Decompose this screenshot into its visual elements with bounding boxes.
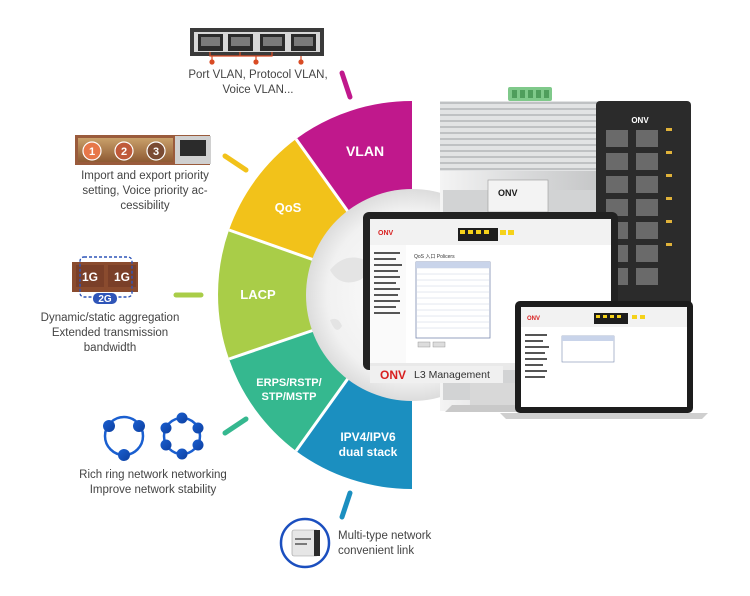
switch-brand: ONV: [631, 116, 649, 125]
qos-port-strip: [75, 135, 211, 165]
wheel-label-vlan: VLAN: [346, 143, 384, 159]
caption-qos-line1: Import and export priority: [81, 170, 209, 182]
wheel-label-lacp: LACP: [240, 287, 276, 302]
caption-vlan-line2: Voice VLAN...: [222, 84, 294, 96]
switch-label-brand: ONV: [498, 188, 518, 198]
laptop: ONV: [500, 301, 708, 419]
lacp-ports: [72, 256, 138, 304]
caption-lacp-line1: Dynamic/static aggregation: [40, 312, 180, 324]
caption-multitype-line1: Multi-type network: [338, 530, 432, 542]
banner-title: L3 Management: [414, 369, 490, 381]
priority-badge-3: 3: [153, 146, 159, 158]
wheel-label-ipv-line1: IPV4/IPV6: [340, 430, 396, 444]
screen-panel-title: QoS 入口 Policers: [414, 254, 455, 260]
caption-qos-line3: cessibility: [120, 200, 170, 212]
caption-ring-line2: Improve network stability: [89, 484, 217, 496]
caption-lacp-line3: bandwidth: [83, 342, 137, 354]
banner-brand: ONV: [380, 368, 406, 382]
laptop-screen-brand: ONV: [527, 316, 540, 322]
caption-vlan: Port VLAN, Protocol VLAN, Voice VLAN...: [168, 68, 348, 98]
wheel-label-ipv-line2: dual stack: [339, 445, 398, 459]
lacp-badge-port2: 1G: [114, 270, 130, 284]
vlan-port-strip: [190, 28, 324, 65]
caption-qos-line2: setting, Voice priority ac-: [82, 185, 208, 197]
lacp-badge-combined: 2G: [98, 294, 112, 305]
multitype-device-icon: [279, 517, 331, 569]
caption-multitype: Multi-type network convenient link: [338, 529, 458, 559]
priority-badge-2: 2: [121, 146, 127, 158]
lacp-badge-port1: 1G: [82, 270, 98, 284]
caption-lacp: Dynamic/static aggregation Extended tran…: [20, 311, 200, 356]
caption-qos: Import and export priority setting, Voic…: [60, 169, 230, 214]
wheel-segment-lacp[interactable]: [218, 230, 314, 359]
wheel-label-qos: QoS: [275, 200, 302, 215]
caption-lacp-line2: Extended transmission: [51, 327, 169, 339]
caption-ring: Rich ring network networking Improve net…: [58, 468, 248, 498]
wheel-segment-qos[interactable]: [229, 139, 349, 260]
wheel-separators: [228, 138, 351, 452]
connector-ticks: [173, 70, 353, 520]
wheel-label-erps-line1: ERPS/RSTP/: [256, 377, 321, 389]
wheel-segment-ipv[interactable]: [296, 377, 412, 490]
wheel-segment-vlan[interactable]: [296, 100, 412, 213]
caption-multitype-line2: convenient link: [338, 545, 415, 557]
caption-ring-line1: Rich ring network networking: [79, 469, 227, 481]
wheel-label-erps-line2: STP/MSTP: [261, 391, 316, 403]
ring-network-icon-2: [160, 412, 204, 460]
ring-network-icon-1: [103, 415, 145, 461]
priority-badge-1: 1: [89, 146, 95, 158]
screen-brand: ONV: [378, 230, 394, 237]
wheel-segment-erps[interactable]: [229, 330, 349, 451]
caption-vlan-line1: Port VLAN, Protocol VLAN,: [188, 69, 328, 81]
